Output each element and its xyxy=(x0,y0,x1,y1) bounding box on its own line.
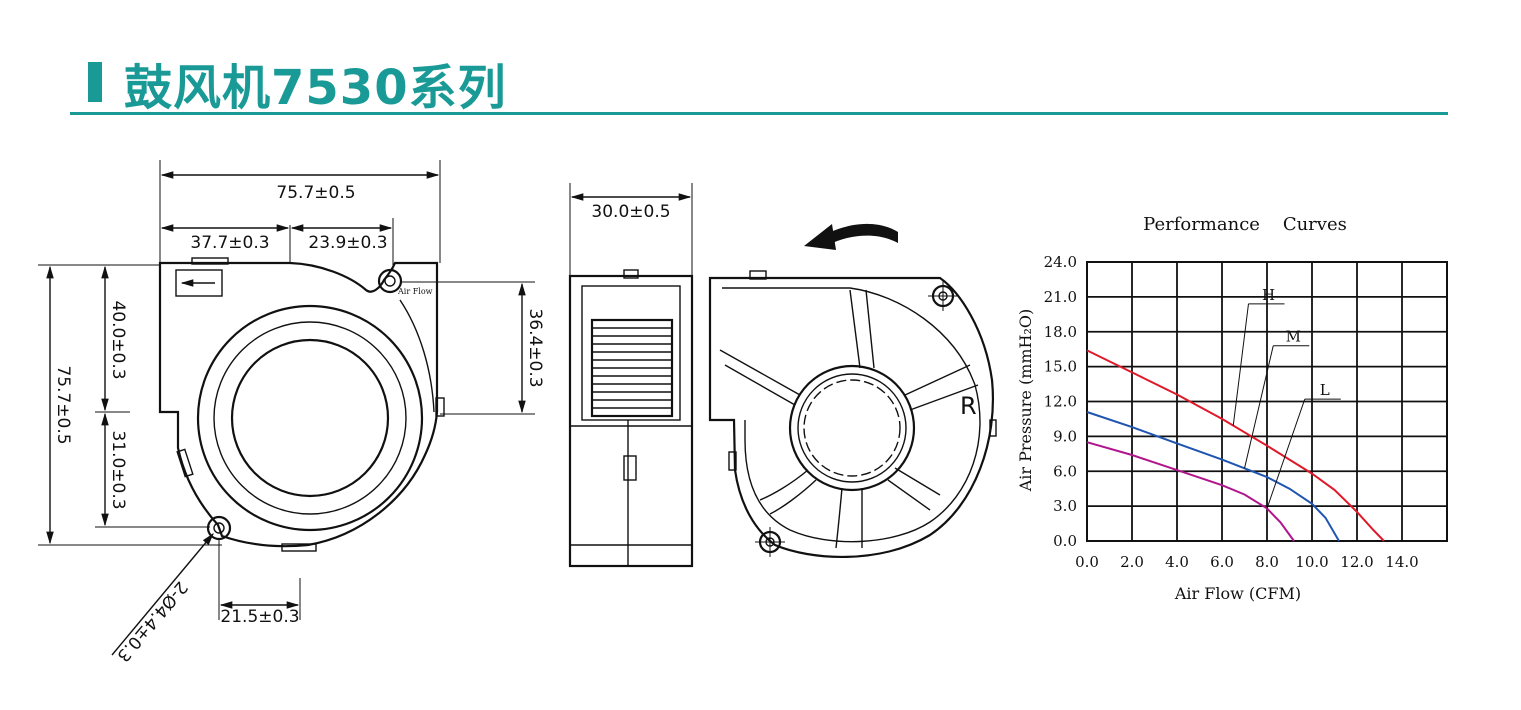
series-label-l: L xyxy=(1320,381,1330,399)
front-side-tab xyxy=(176,448,194,478)
series-leader-l xyxy=(1266,399,1306,509)
chart-grid xyxy=(1086,261,1448,542)
series-leader-h xyxy=(1232,303,1249,426)
chart-y-label: Air Pressure (mmH₂O) xyxy=(1016,309,1035,493)
y-tick-label: 15.0 xyxy=(1044,358,1077,376)
front-scroll-curve xyxy=(399,299,435,413)
back-housing-outline xyxy=(708,276,994,559)
dim-hole-spacing: 21.5±0.3 xyxy=(220,607,299,627)
y-tick-label: 12.0 xyxy=(1044,393,1077,411)
dim-total-height: 75.7±0.5 xyxy=(53,365,73,444)
side-grille-slats xyxy=(592,327,672,409)
back-hub-outer xyxy=(788,364,916,492)
front-airflow-note: Air Flow xyxy=(397,287,433,296)
front-mount-hole-bottom-inner xyxy=(213,522,225,534)
y-tick-label: 0.0 xyxy=(1053,532,1077,550)
front-mount-hole-top-inner xyxy=(384,275,396,287)
front-mount-hole-bottom xyxy=(206,515,232,541)
y-tick-label: 3.0 xyxy=(1053,497,1077,515)
side-top-tab xyxy=(623,269,639,279)
x-tick-label: 10.0 xyxy=(1295,553,1328,571)
y-tick-label: 6.0 xyxy=(1053,462,1077,480)
rotation-mark: R xyxy=(960,392,977,420)
chart-title: Performance Curves xyxy=(1143,214,1347,235)
x-tick-label: 2.0 xyxy=(1120,553,1144,571)
chart-x-label: Air Flow (CFM) xyxy=(1174,584,1301,603)
x-tick-label: 4.0 xyxy=(1165,553,1189,571)
chart-y-ticks: 0.0 3.0 6.0 9.0 12.0 15.0 18.0 21.0 24.0 xyxy=(1044,253,1077,550)
x-tick-label: 0.0 xyxy=(1075,553,1099,571)
y-tick-label: 21.0 xyxy=(1044,288,1077,306)
dim-right-width: 23.9±0.3 xyxy=(308,233,387,253)
x-tick-label: 14.0 xyxy=(1385,553,1418,571)
back-right-tab xyxy=(989,419,997,437)
dim-outlet-height: 36.4±0.3 xyxy=(525,308,545,387)
back-spokes xyxy=(719,289,979,549)
back-hub-ring xyxy=(797,373,907,483)
dim-left-width: 37.7±0.3 xyxy=(190,233,269,253)
series-label-m: M xyxy=(1286,328,1301,346)
front-inlet-ring xyxy=(213,321,407,515)
series-label-h: H xyxy=(1262,286,1275,304)
front-airflow-label-box xyxy=(175,269,223,297)
x-tick-label: 8.0 xyxy=(1255,553,1279,571)
page-title: 鼓风机7530系列 xyxy=(124,60,507,116)
front-view: Air Flow 75.7±0.5 37.7±0.3 23.9±0.3 75.7… xyxy=(38,160,545,665)
side-view: 30.0±0.5 xyxy=(568,183,694,568)
series-line-m xyxy=(1086,411,1340,542)
dim-total-width: 75.7±0.5 xyxy=(276,183,355,203)
back-top-tab xyxy=(749,270,767,280)
leader-holes xyxy=(111,533,214,656)
front-inlet-inner xyxy=(230,338,390,498)
front-housing-outline xyxy=(158,261,439,548)
front-mount-hole-top xyxy=(377,268,403,294)
title-underline xyxy=(70,112,1448,115)
back-side-tab xyxy=(728,451,737,471)
back-inner-scroll xyxy=(722,287,981,543)
series-line-l xyxy=(1086,441,1295,542)
x-tick-label: 12.0 xyxy=(1340,553,1373,571)
front-right-tab xyxy=(435,397,445,417)
series-line-h xyxy=(1086,349,1385,542)
y-tick-label: 24.0 xyxy=(1044,253,1077,271)
dim-upper-height: 40.0±0.3 xyxy=(108,300,128,379)
front-bottom-tab xyxy=(281,543,317,552)
side-outlet-frame xyxy=(581,285,681,421)
title-accent-bar xyxy=(88,62,102,102)
x-tick-label: 6.0 xyxy=(1210,553,1234,571)
back-view: R xyxy=(708,223,997,559)
y-tick-label: 18.0 xyxy=(1044,323,1077,341)
rotation-arrow-head xyxy=(804,224,836,250)
dim-thickness: 30.0±0.5 xyxy=(591,202,670,222)
chart-x-ticks: 0.0 2.0 4.0 6.0 8.0 10.0 12.0 14.0 xyxy=(1075,553,1419,571)
side-housing xyxy=(568,274,694,568)
side-clip xyxy=(623,455,637,481)
dim-lower-height: 31.0±0.3 xyxy=(108,430,128,509)
front-top-tab xyxy=(191,257,229,265)
back-hub-inner xyxy=(803,379,901,477)
performance-chart: Performance Curves 0.0 3.0 6.0 9.0 12.0 15.0 1… xyxy=(1016,214,1448,603)
front-inlet-outer xyxy=(196,304,424,532)
chart-series: H M L xyxy=(1086,286,1385,542)
y-tick-label: 9.0 xyxy=(1053,427,1077,445)
series-leader-m xyxy=(1244,345,1274,469)
dim-holes: 2-Ø4.4±0.3 xyxy=(112,577,191,665)
